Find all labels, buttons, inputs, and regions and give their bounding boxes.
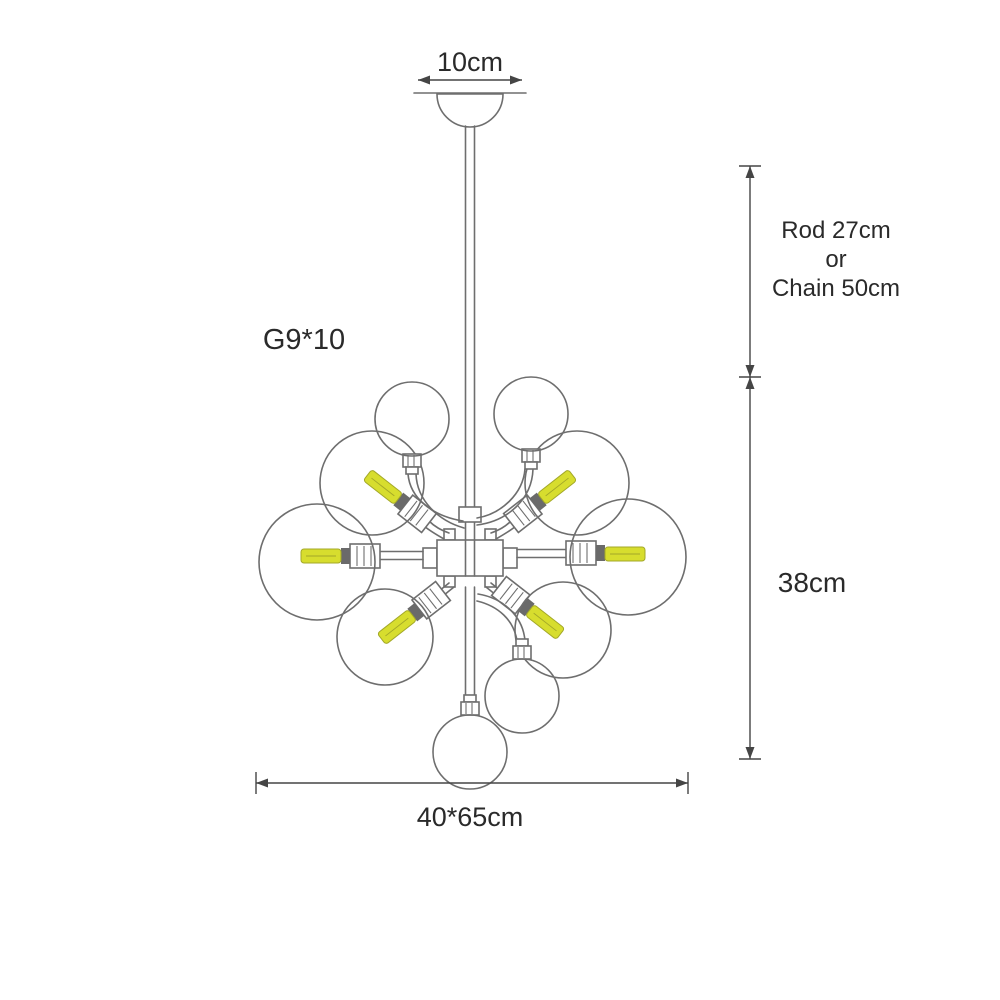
suspension-label-line3: Chain 50cm xyxy=(772,275,900,302)
arm xyxy=(428,520,450,534)
lamp-right xyxy=(516,498,687,616)
hub-stub xyxy=(443,528,456,541)
glass-globe xyxy=(524,430,630,536)
suspension-dimension: Rod 27cm or Chain 50cm xyxy=(739,165,900,378)
arm xyxy=(423,525,445,540)
socket-and-bulb xyxy=(490,575,565,639)
arm xyxy=(490,520,512,534)
glass-globe xyxy=(319,430,425,536)
glass-globe xyxy=(569,498,687,616)
body-height-label: 38cm xyxy=(778,567,846,598)
glass-globe xyxy=(514,581,612,679)
stem xyxy=(415,473,465,529)
hub-tab-right xyxy=(502,547,518,569)
canopy-width-dimension: 10cm xyxy=(418,47,522,85)
glass-globe xyxy=(336,588,434,686)
body-width-dimension: 40*65cm xyxy=(255,772,689,832)
socket-and-bulb xyxy=(502,470,577,534)
lamp-left xyxy=(258,503,424,621)
canopy-dome xyxy=(436,93,504,128)
body-width-label: 40*65cm xyxy=(417,802,524,832)
lamp-lower-right xyxy=(485,575,612,679)
hub-body xyxy=(436,539,504,577)
bulb-base xyxy=(596,545,605,561)
glass-globe xyxy=(484,658,560,734)
arrow-right-icon xyxy=(510,75,522,85)
socket-and-bulb xyxy=(377,580,452,644)
bulb-base xyxy=(341,548,350,564)
stem xyxy=(476,468,526,519)
arrow-up-icon xyxy=(745,377,755,389)
ceiling-canopy xyxy=(413,92,527,128)
lamp-bottom-right xyxy=(476,593,560,734)
glass-globe xyxy=(493,376,569,452)
stem xyxy=(476,468,534,526)
hub xyxy=(422,528,518,588)
arrow-left-icon xyxy=(256,778,268,788)
suspension-rod xyxy=(458,125,482,697)
lamp-top-left xyxy=(374,381,465,529)
arrow-up-icon xyxy=(745,166,755,178)
suspension-label-line1: Rod 27cm xyxy=(781,217,890,244)
stem xyxy=(476,600,518,642)
body-height-dimension: 38cm xyxy=(739,377,846,760)
arrow-down-icon xyxy=(745,747,755,759)
lamp-bottom-center xyxy=(432,694,508,790)
rod-coupler xyxy=(458,506,482,523)
lamp-upper-left xyxy=(319,430,450,540)
stem xyxy=(477,593,526,642)
hub-tab-left xyxy=(422,547,438,569)
socket xyxy=(512,638,532,660)
canopy-width-label: 10cm xyxy=(437,47,503,77)
lamp-upper-right xyxy=(490,430,630,540)
glass-globe xyxy=(258,503,376,621)
socket xyxy=(402,453,422,475)
lamp-top-right xyxy=(476,376,569,526)
arrow-right-icon xyxy=(676,778,688,788)
socket-and-bulb xyxy=(363,470,438,534)
arrow-left-icon xyxy=(418,75,430,85)
bulb-spec-label: G9*10 xyxy=(263,324,345,356)
arm xyxy=(495,525,517,540)
lamp-lower-left xyxy=(336,580,455,686)
socket xyxy=(521,448,541,470)
socket xyxy=(460,694,480,716)
glass-globe xyxy=(432,714,508,790)
hub-stub xyxy=(484,528,497,541)
arrow-down-icon xyxy=(745,365,755,377)
stem xyxy=(407,473,464,522)
suspension-label-line2: or xyxy=(825,246,846,273)
glass-globe xyxy=(374,381,450,457)
